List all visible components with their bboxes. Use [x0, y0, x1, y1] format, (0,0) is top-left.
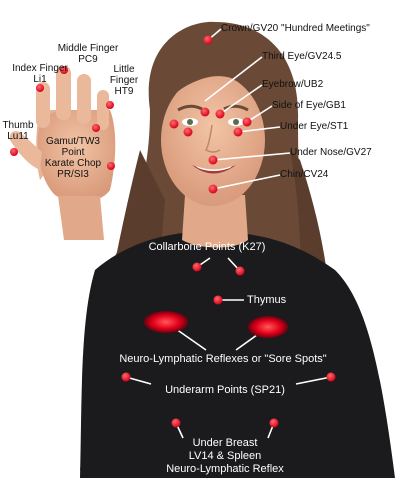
label-index-finger: Index Finger Li1 [4, 63, 76, 85]
dot-collarbone-left [192, 262, 202, 272]
label-karate-chop-line1: Karate Chop [44, 158, 102, 169]
dot-underarm-right [326, 372, 336, 382]
label-index-finger-line1: Index Finger [12, 63, 68, 74]
dot-side-of-eye [242, 117, 252, 127]
label-thumb: Thumb Lu11 [0, 120, 36, 142]
dot-collarbone-right [235, 266, 245, 276]
label-under-breast-line3: Neuro-Lymphatic Reflex [166, 463, 284, 475]
label-under-breast-line2: LV14 & Spleen [188, 450, 262, 462]
dot-chin [208, 184, 218, 194]
label-little-finger-line1: Little [113, 64, 135, 75]
label-middle-finger: Middle Finger PC9 [50, 43, 126, 65]
shirt [80, 231, 395, 478]
dot-under-breast-left [171, 418, 181, 428]
dot-eyebrow [215, 109, 225, 119]
label-under-breast: Under Breast LV14 & Spleen Neuro-Lymphat… [130, 437, 320, 476]
label-little-finger-line2: Finger [109, 75, 139, 86]
dot-karate-chop [107, 162, 115, 170]
label-little-finger: Little Finger HT9 [104, 64, 144, 97]
dot-underarm-left [121, 372, 131, 382]
label-karate-chop: Karate Chop PR/SI3 [40, 158, 106, 180]
label-thymus: Thymus [247, 294, 287, 306]
label-gamut: Gamut/TW3 Point [40, 136, 106, 158]
dot-side-of-eye-left [169, 119, 179, 129]
label-collarbone: Collarbone Points (K27) [148, 241, 266, 253]
label-eyebrow: Eyebrow/UB2 [262, 79, 324, 90]
dot-third-eye [200, 107, 210, 117]
point-dots [10, 35, 336, 428]
label-karate-chop-line2: PR/SI3 [57, 169, 89, 180]
dot-crown [203, 35, 213, 45]
label-middle-finger-line1: Middle Finger [57, 43, 119, 54]
sore-spot-left [144, 311, 188, 333]
dot-under-eye-left [183, 127, 193, 137]
dot-thumb [10, 148, 18, 156]
label-index-finger-line2: Li1 [33, 74, 47, 85]
label-crown: Crown/GV20 "Hundred Meetings" [221, 23, 370, 34]
label-neuro-lymphatic: Neuro-Lymphatic Reflexes or "Sore Spots" [119, 353, 327, 365]
leader-lines-light [204, 28, 291, 190]
label-gamut-line2: Point [61, 147, 85, 158]
label-thumb-line2: Lu11 [7, 131, 29, 142]
label-underarm: Underarm Points (SP21) [165, 384, 285, 396]
dot-under-nose [208, 155, 218, 165]
dot-thymus [213, 295, 223, 305]
dot-little-finger [106, 101, 114, 109]
dot-index-finger [36, 84, 44, 92]
label-under-nose: Under Nose/GV27 [290, 147, 372, 158]
label-middle-finger-line2: PC9 [78, 54, 98, 65]
label-little-finger-line3: HT9 [114, 86, 134, 97]
neck [182, 195, 248, 248]
label-gamut-line1: Gamut/TW3 [46, 136, 100, 147]
label-thumb-line1: Thumb [2, 120, 34, 131]
label-under-breast-line1: Under Breast [192, 437, 258, 449]
sore-spot-right [248, 316, 288, 338]
label-chin: Chin/CV24 [280, 169, 329, 180]
dot-under-eye [233, 127, 243, 137]
label-third-eye: Third Eye/GV24.5 [262, 51, 342, 62]
label-under-eye: Under Eye/ST1 [280, 121, 349, 132]
dot-under-breast-right [269, 418, 279, 428]
dot-gamut [92, 124, 100, 132]
dot-middle-finger [60, 66, 68, 74]
label-side-of-eye: Side of Eye/GB1 [272, 100, 346, 111]
raised-hand [9, 66, 116, 240]
